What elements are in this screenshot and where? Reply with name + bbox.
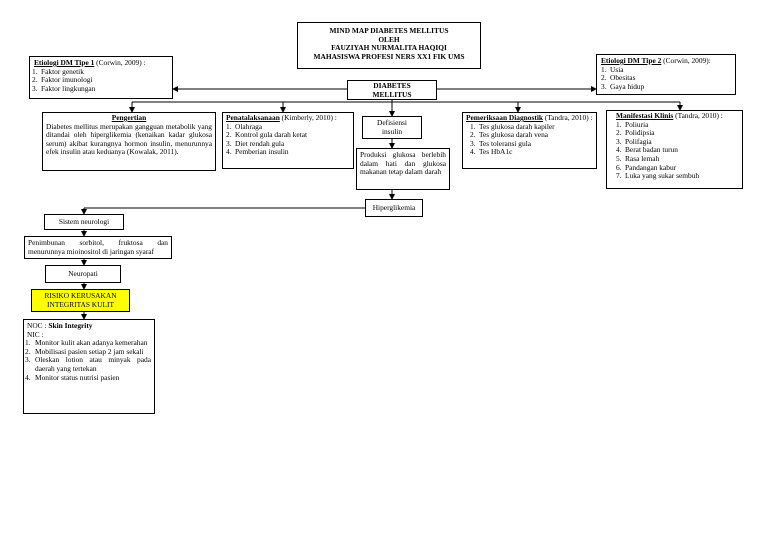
penatalaksanaan-heading: Penatalaksanaan	[226, 113, 280, 122]
list-item: 1.Faktor genetik	[32, 66, 84, 76]
defisiensi-text: Defisiensi insulin	[377, 118, 407, 136]
list-item: 3.Diet rendah gula	[226, 138, 285, 148]
penimbunan-text: Penimbunan sorbitol, fruktosa dan menuru…	[28, 238, 168, 256]
neuropati-box: Neuropati	[45, 265, 121, 283]
risiko-line-1: RISIKO KERUSAKAN	[44, 291, 117, 300]
produksi-text: Produksi glukosa berlebih dalam hati dan…	[360, 150, 446, 177]
list-item: 3.Faktor lingkungan	[32, 83, 96, 93]
manifestasi-source: (Tandra, 2010) :	[673, 111, 723, 120]
list-item: 2.Polidipsia	[616, 128, 655, 138]
neuropati-text: Neuropati	[68, 269, 98, 278]
list-item: 2.Kontrol gula darah ketat	[226, 130, 308, 140]
list-item: 3.Gaya hidup	[601, 81, 645, 91]
title-line-3: FAUZIYAH NURMALITA HAQIQI	[331, 43, 447, 53]
risiko-box: RISIKO KERUSAKAN INTEGRITAS KULIT	[31, 289, 130, 312]
pengertian-heading: Pengertian	[111, 113, 147, 122]
manifestasi-heading: Manifestasi Klinis	[616, 111, 674, 120]
sistem-neurologi-box: Sistem neurologi	[44, 214, 124, 230]
list-item: 3.Tes toleransi gula	[470, 138, 532, 148]
hiperglikemia-box: Hiperglikemia	[365, 199, 423, 217]
etiologi1-source: (Corwin, 2009) :	[94, 58, 146, 67]
pemeriksaan-box: Pemeriksaan Diagnostik (Tandra, 2010) : …	[462, 112, 597, 169]
list-item: 4.Monitor status nutrisi pasien	[25, 372, 120, 382]
hiperglikemia-text: Hiperglikemia	[372, 203, 416, 212]
penatalaksanaan-source: (Kimberly, 2010) :	[279, 113, 337, 122]
penatalaksanaan-box: Penatalaksanaan (Kimberly, 2010) : 1.Ola…	[222, 112, 354, 169]
pemeriksaan-heading: Pemeriksaan Diagnostik	[466, 113, 543, 122]
list-item: 4.Berat badan turun	[616, 145, 678, 155]
list-item: 1.Olahraga	[226, 121, 263, 131]
manifestasi-box: Manifestasi Klinis (Tandra, 2010) : 1.Po…	[606, 110, 743, 189]
list-item: 1.Monitor kulit akan adanya kemerahan	[25, 338, 148, 348]
pengertian-body: Diabetes mellitus merupakan gangguan met…	[46, 121, 212, 157]
defisiensi-box: Defisiensi insulin	[362, 116, 422, 139]
noc-value: Skin Integrity	[48, 321, 93, 330]
list-item: 1.Usia	[601, 64, 624, 74]
pengertian-box: Pengertian Diabetes mellitus merupakan g…	[42, 112, 216, 171]
list-item: 4.Pemberian insulin	[226, 147, 289, 157]
produksi-box: Produksi glukosa berlebih dalam hati dan…	[356, 148, 450, 190]
title-line-1: MIND MAP DIABETES MELLITUS	[329, 26, 449, 35]
list-item: 3.Oleskan lotion atau minyak pada daerah…	[25, 355, 151, 373]
list-item: 2.Tes glukosa darah vena	[470, 130, 549, 140]
center-line-1: DIABETES	[373, 81, 411, 90]
etiologi1-heading: Etiologi DM Tipe 1	[34, 58, 95, 67]
risiko-line-2: INTEGRITAS KULIT	[47, 299, 114, 309]
center-node: DIABETES MELLITUS	[347, 80, 437, 100]
list-item: 4.Tes HbA1c	[470, 147, 513, 157]
sistem-neurologi-text: Sistem neurologi	[58, 217, 110, 226]
list-item: 3.Polifagia	[616, 136, 652, 146]
title-line-2: OLEH	[378, 34, 400, 44]
etiologi-tipe1-box: Etiologi DM Tipe 1 (Corwin, 2009) : 1.Fa…	[29, 56, 173, 99]
pemeriksaan-source: (Tandra, 2010) :	[543, 113, 593, 122]
noc-nic-box: NOC : Skin Integrity NIC : 1.Monitor kul…	[23, 319, 155, 414]
list-item: 1.Poliuria	[616, 119, 649, 129]
list-item: 1.Tes glukosa darah kapiler	[470, 121, 555, 131]
nic-label: NIC :	[27, 329, 44, 339]
list-item: 6.Pandangan kabur	[616, 162, 677, 172]
etiologi-tipe2-box: Etiologi DM Tipe 2 (Corwin, 2009): 1.Usi…	[596, 54, 736, 95]
center-line-2: MELLITUS	[372, 89, 412, 99]
etiologi2-source: (Corwin, 2009):	[661, 56, 711, 65]
penimbunan-box: Penimbunan sorbitol, fruktosa dan menuru…	[24, 236, 172, 259]
list-item: 7.Luka yang sukar sembuh	[616, 171, 700, 181]
list-item: 2.Obesitas	[601, 73, 636, 83]
list-item: 2.Mobilisasi pasien setiap 2 jam sekali	[25, 346, 144, 356]
list-item: 5.Rasa lemah	[616, 153, 660, 163]
noc-label: NOC :	[27, 321, 49, 330]
title-line-4: MAHASISWA PROFESI NERS XX1 FIK UMS	[313, 51, 465, 61]
etiologi2-heading: Etiologi DM Tipe 2	[601, 56, 662, 65]
list-item: 2.Faktor imunologi	[32, 75, 93, 85]
title-box: MIND MAP DIABETES MELLITUS OLEH FAUZIYAH…	[297, 22, 481, 69]
